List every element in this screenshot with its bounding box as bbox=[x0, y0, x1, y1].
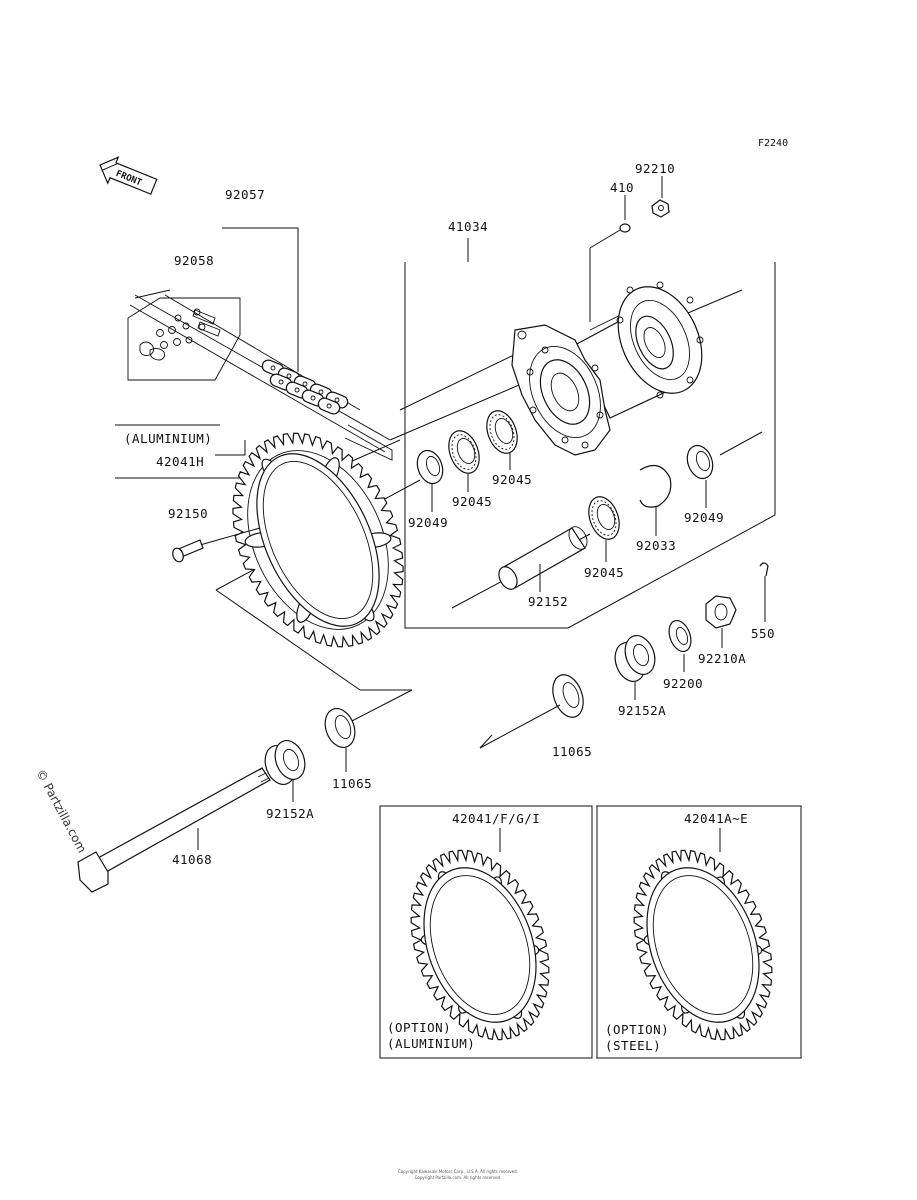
label-option-steel-part: 42041A~E bbox=[684, 811, 748, 826]
oil-seal-92049-left bbox=[416, 449, 444, 512]
label-92152A-right: 92152A bbox=[618, 703, 666, 718]
label-42041H: 42041H bbox=[156, 454, 204, 469]
label-92045-a: 92045 bbox=[452, 494, 492, 509]
option-box-aluminium bbox=[379, 805, 593, 1059]
axle-nut-92210A bbox=[705, 595, 737, 648]
bearing-92045-c bbox=[588, 496, 620, 562]
label-92210A: 92210A bbox=[698, 651, 746, 666]
oil-seal-92049-right bbox=[686, 444, 714, 508]
grease-nipple-410 bbox=[619, 195, 631, 233]
collar-92152A-right bbox=[614, 635, 656, 700]
collar-92152A-left bbox=[264, 740, 306, 802]
label-92057: 92057 bbox=[225, 187, 265, 202]
label-92045-b: 92045 bbox=[492, 472, 532, 487]
seal-11065-right bbox=[479, 674, 584, 749]
label-option-steel-line1: (OPTION) bbox=[605, 1022, 669, 1037]
label-92150: 92150 bbox=[168, 506, 208, 521]
label-11065-left: 11065 bbox=[332, 776, 372, 791]
bearing-92045-b bbox=[486, 410, 518, 470]
front-arrow-icon: FRONT bbox=[99, 156, 158, 195]
diagram-ref-code: F2240 bbox=[758, 138, 788, 149]
label-92033: 92033 bbox=[636, 538, 676, 553]
nut-92210 bbox=[651, 176, 670, 218]
rear-hub bbox=[511, 229, 704, 456]
spacer-92152 bbox=[498, 526, 588, 592]
label-410: 410 bbox=[610, 180, 634, 195]
footer-copyright-1: Copyright Kawasaki Motors Corp., U.S.A. … bbox=[398, 1169, 518, 1174]
axle-41068 bbox=[77, 767, 271, 893]
label-41034: 41034 bbox=[448, 219, 488, 234]
option-box-steel bbox=[596, 805, 802, 1059]
sprocket-42041H bbox=[115, 424, 404, 648]
lower-leader-lines bbox=[215, 589, 413, 723]
footer-copyright-2: Copyright Partzilla.com. All rights rese… bbox=[415, 1175, 502, 1180]
label-option-steel-line2: (STEEL) bbox=[605, 1038, 661, 1053]
label-option-alu-line1: (OPTION) bbox=[387, 1020, 451, 1035]
sprocket-body-ring bbox=[247, 450, 389, 630]
label-option-alu-part: 42041/F/G/I bbox=[452, 811, 540, 826]
seal-11065-left bbox=[324, 708, 356, 772]
bolt-92150 bbox=[172, 539, 204, 563]
label-92200: 92200 bbox=[663, 676, 703, 691]
label-92152A-left: 92152A bbox=[266, 806, 314, 821]
label-aluminium-note: (ALUMINIUM) bbox=[124, 431, 212, 446]
label-92049-right: 92049 bbox=[684, 510, 724, 525]
part-labels: 92057 92058 41034 410 92210 (ALUMINIUM) … bbox=[124, 161, 775, 1053]
label-92058: 92058 bbox=[174, 253, 214, 268]
cotter-pin-550 bbox=[759, 562, 769, 622]
drive-chain bbox=[127, 227, 393, 461]
circlip-92033 bbox=[639, 464, 672, 536]
label-11065-right: 11065 bbox=[552, 744, 592, 759]
label-92210: 92210 bbox=[635, 161, 675, 176]
label-option-alu-line2: (ALUMINIUM) bbox=[387, 1036, 475, 1051]
label-92045-c: 92045 bbox=[584, 565, 624, 580]
washer-92200 bbox=[668, 619, 692, 672]
label-550: 550 bbox=[751, 626, 775, 641]
label-92152: 92152 bbox=[528, 594, 568, 609]
watermark: © Partzilla.com bbox=[33, 767, 89, 855]
label-92049-left: 92049 bbox=[408, 515, 448, 530]
label-41068: 41068 bbox=[172, 852, 212, 867]
bearing-92045-a bbox=[448, 430, 480, 492]
